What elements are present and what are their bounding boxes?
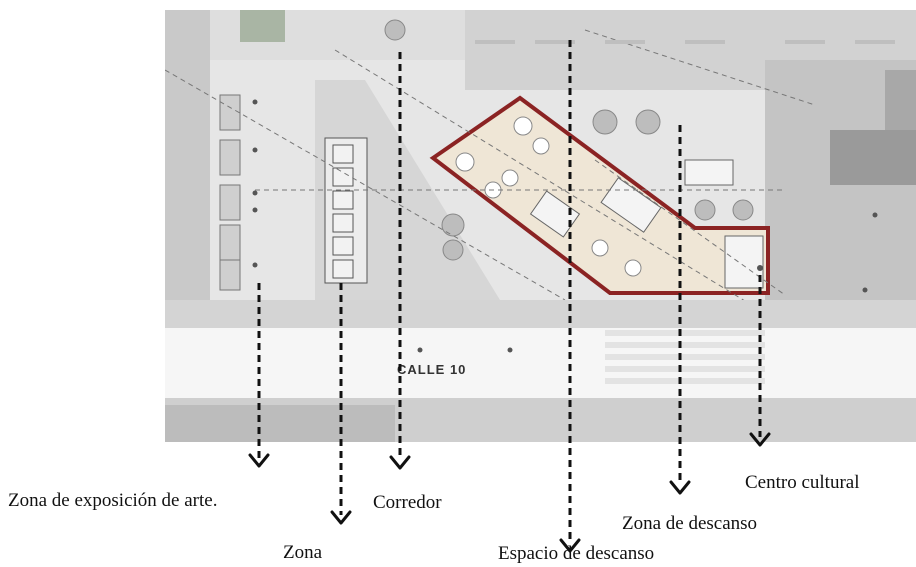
corridor-arrowhead: [389, 455, 411, 470]
zona-arrowhead: [330, 510, 352, 525]
label-art-exhibition-zone: Zona de exposición de arte.: [8, 490, 218, 511]
top-building: [465, 10, 916, 90]
cultural-center-arrowhead: [749, 432, 771, 447]
label-rest-space: Espacio de descanso: [498, 543, 655, 564]
art-zone-arrowhead: [248, 453, 270, 468]
sidewalk: [165, 300, 916, 328]
label-zona: Zona: [283, 542, 323, 563]
street-name-label: CALLE 10: [397, 362, 467, 377]
street: [165, 328, 916, 398]
label-rest-zone: Zona de descanso: [622, 513, 758, 534]
left-building-block: [165, 10, 210, 300]
architectural-site-plan: CALLE 10: [165, 10, 916, 442]
right-building-core: [830, 130, 916, 185]
label-corridor: Corredor: [373, 492, 442, 513]
green-patch: [240, 10, 285, 42]
rest-zone-arrowhead: [669, 480, 691, 495]
label-cultural-center: Centro cultural: [745, 472, 860, 493]
rest-zone-fill: [433, 98, 768, 293]
rest-zone-outline: [429, 95, 770, 295]
rest-space-arrowhead: [559, 538, 581, 553]
